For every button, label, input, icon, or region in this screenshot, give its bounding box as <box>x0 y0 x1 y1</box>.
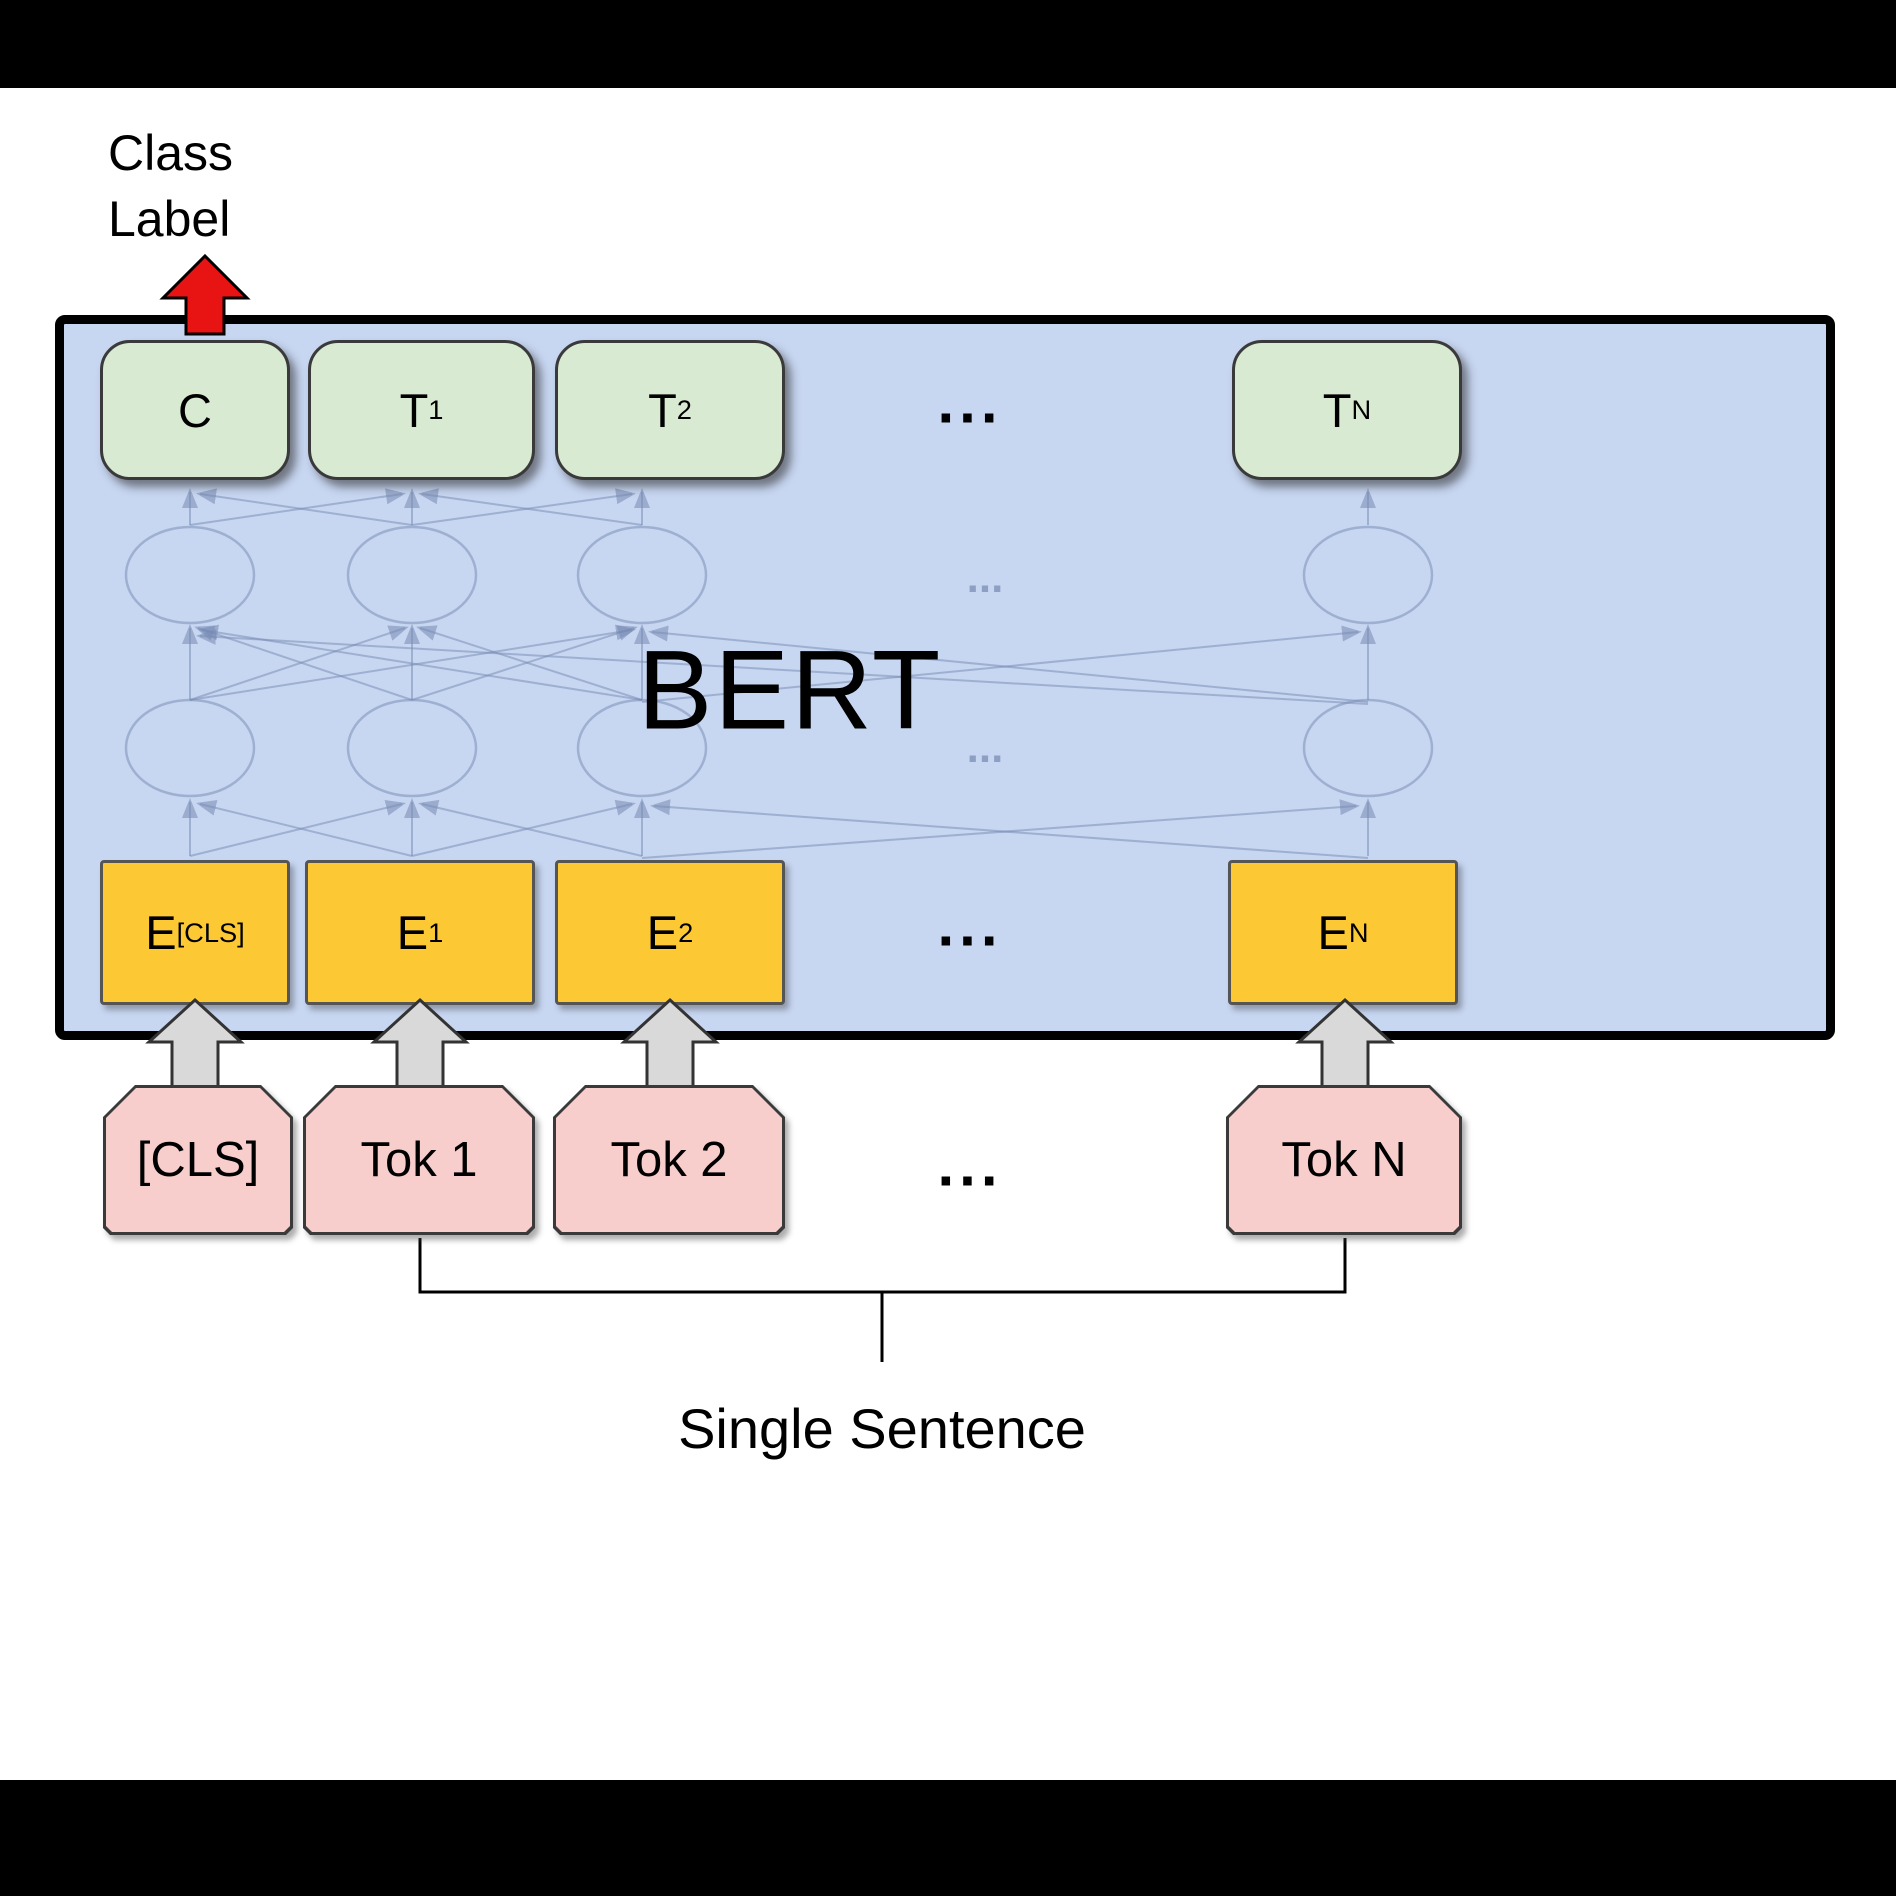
token-label: Tok 1 <box>360 1133 478 1187</box>
output-box-c: C <box>100 340 290 480</box>
embedding-box-cls: E[CLS] <box>100 860 290 1005</box>
embedding-label: E <box>1317 906 1349 959</box>
letterbox-top <box>0 0 1896 88</box>
token-tokn: Tok N <box>1226 1085 1462 1235</box>
embedding-label: E <box>396 906 429 959</box>
embedding-label: E <box>145 906 177 959</box>
output-label: C <box>178 383 212 437</box>
class-label-line1: Class <box>108 125 234 181</box>
letterbox-bottom <box>0 1780 1896 1896</box>
token-tok1: Tok 1 <box>303 1085 535 1235</box>
token-label: Tok N <box>1281 1133 1407 1187</box>
token-fill <box>556 1088 782 1232</box>
output-label: T <box>648 383 677 437</box>
embedding-label: E <box>646 906 679 959</box>
token-tok2: Tok 2 <box>553 1085 785 1235</box>
embedding-row-ellipsis: ... <box>937 891 1003 959</box>
token-row-ellipsis: ... <box>937 1131 1003 1199</box>
token-label: [CLS] <box>136 1133 260 1187</box>
class-label-line2: Label <box>108 191 231 247</box>
token-fill <box>306 1088 532 1232</box>
token-label: Tok 2 <box>610 1133 728 1187</box>
token-fill <box>106 1088 290 1232</box>
single-sentence-bracket <box>418 1238 1347 1362</box>
bert-title: BERT <box>637 627 943 753</box>
token-cls: [CLS] <box>103 1085 293 1235</box>
output-label: T <box>1322 383 1352 437</box>
token-fill <box>1229 1088 1459 1232</box>
output-label: T <box>399 383 429 437</box>
single-sentence-caption: Single Sentence <box>678 1397 1086 1460</box>
output-row-ellipsis: ... <box>937 368 1003 436</box>
